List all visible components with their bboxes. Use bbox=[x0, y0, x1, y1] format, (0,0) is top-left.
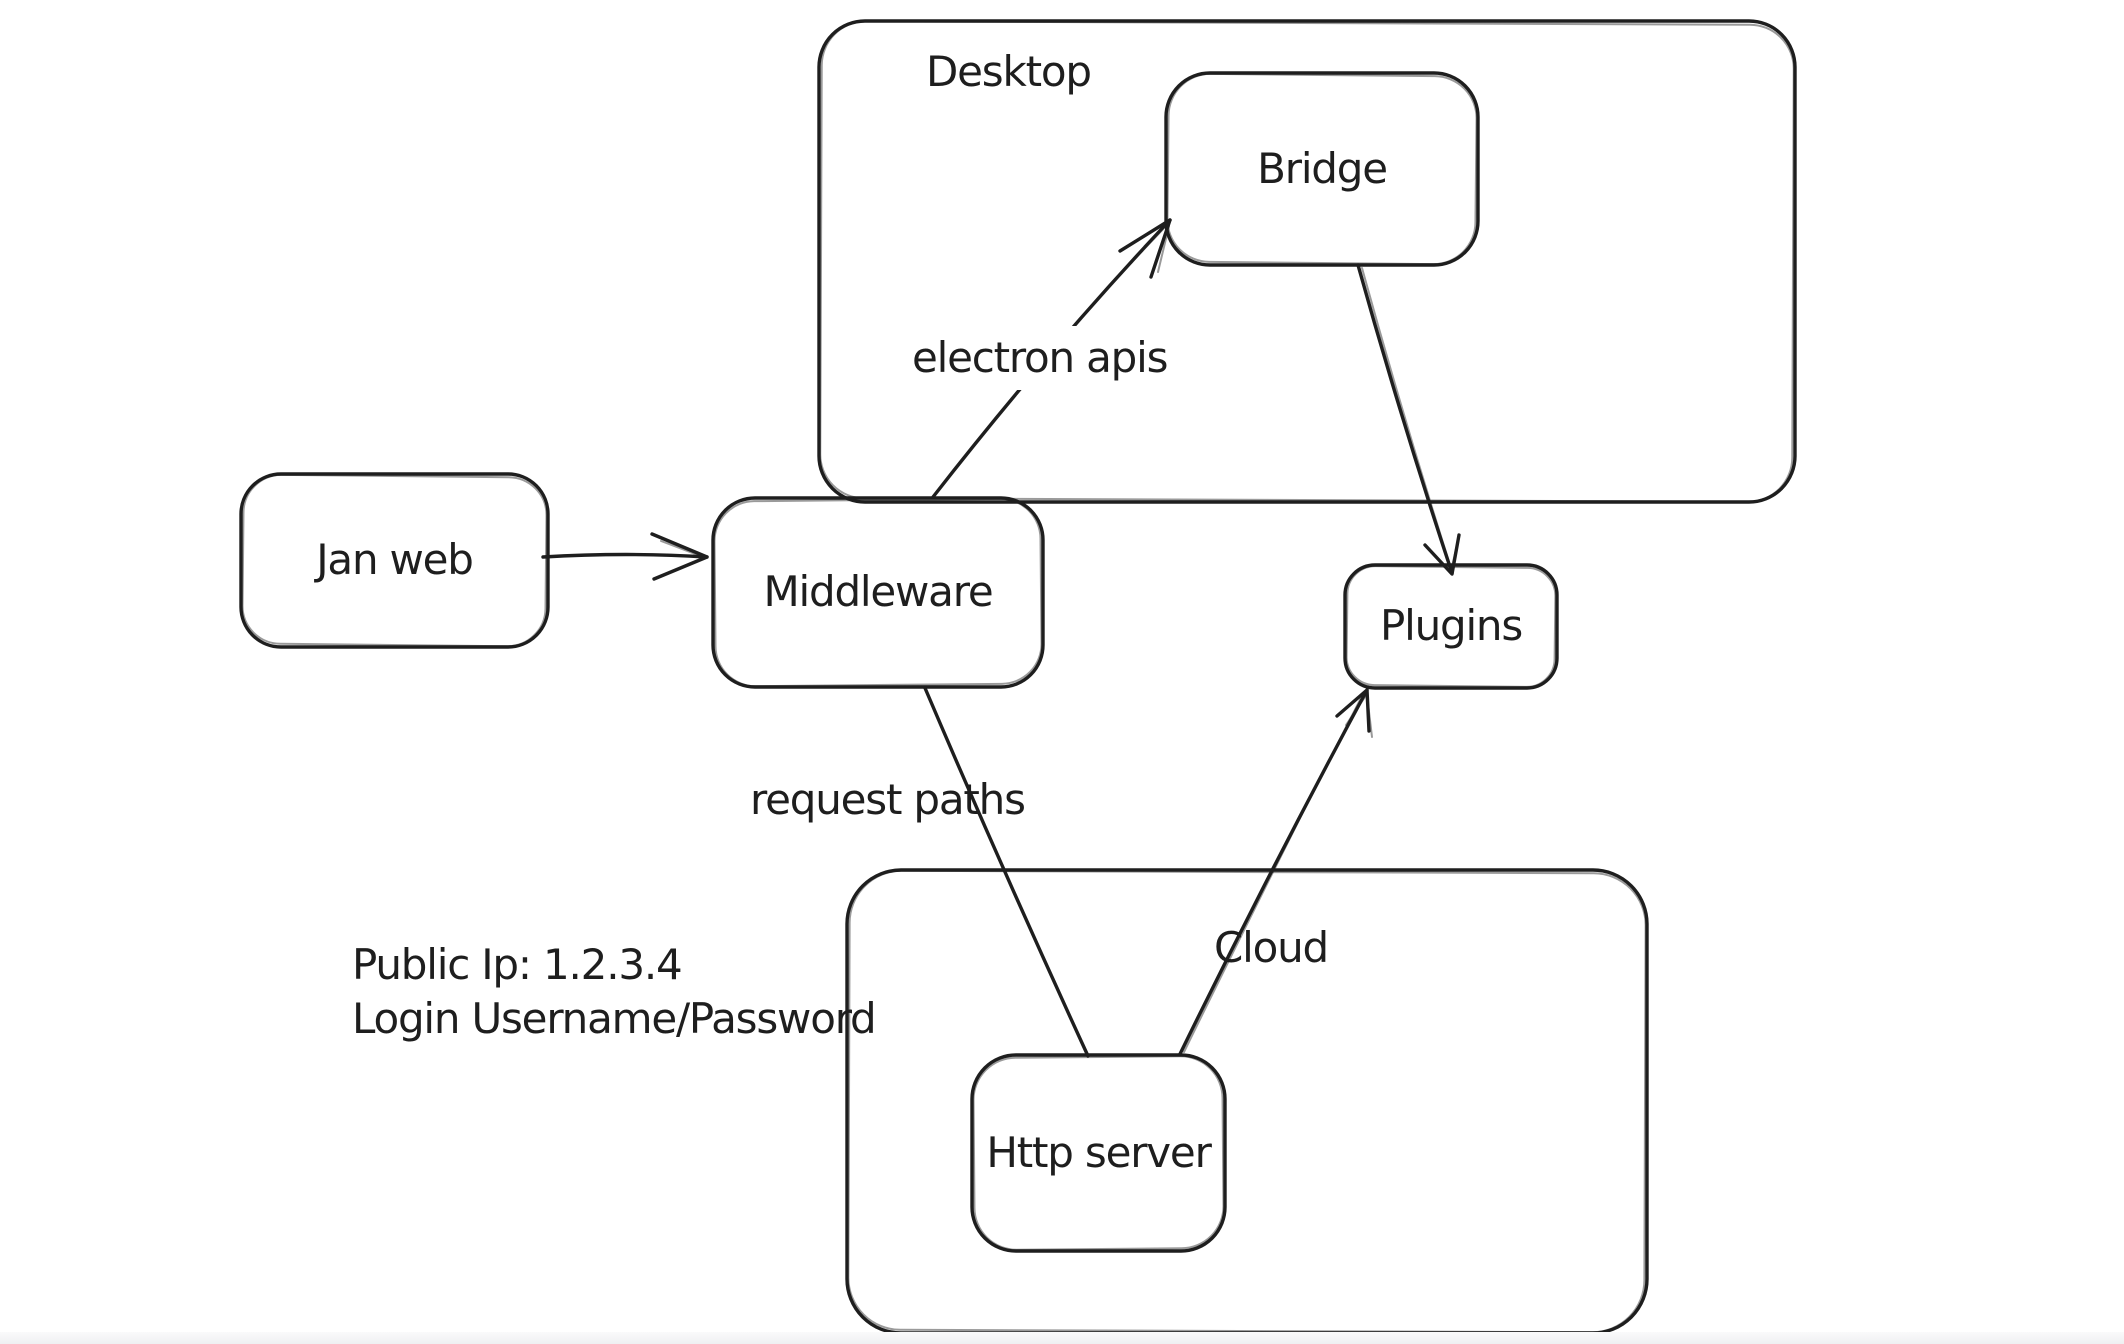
jan-web-node-box[interactable] bbox=[239, 472, 550, 649]
arrowhead-sketch-stroke bbox=[1157, 225, 1170, 273]
public-ip-note-line2: Login Username/Password bbox=[352, 993, 877, 1043]
arrowhead-sketch-stroke bbox=[1450, 548, 1457, 572]
desktop-container-box[interactable] bbox=[817, 19, 1797, 504]
jan-web-node-label[interactable]: Jan web bbox=[316, 535, 474, 585]
page-bottom-edge bbox=[0, 1332, 2124, 1344]
arrowhead-sketch-stroke bbox=[660, 540, 704, 558]
arrow-jan-web-to-middleware[interactable] bbox=[541, 532, 709, 581]
electron-apis-connector-label[interactable]: electron apis bbox=[898, 326, 1182, 391]
http-server-node-box-sketch-stroke bbox=[972, 1055, 1225, 1251]
public-ip-note[interactable]: Public Ip: 1.2.3.4 Login Username/Passwo… bbox=[352, 938, 877, 1046]
bridge-node-label[interactable]: Bridge bbox=[1257, 143, 1388, 193]
arrowhead-sketch-stroke bbox=[1345, 696, 1366, 726]
arrow-bridge-to-plugins[interactable] bbox=[1356, 263, 1461, 576]
arrowhead-sketch-stroke bbox=[1130, 224, 1168, 264]
cloud-container-box[interactable] bbox=[845, 868, 1649, 1335]
bridge-node-box[interactable] bbox=[1164, 71, 1480, 267]
arrowhead-sketch-stroke bbox=[1366, 694, 1373, 738]
plugins-node-label[interactable]: Plugins bbox=[1379, 601, 1523, 651]
desktop-container-box-sketch-stroke bbox=[819, 20, 1795, 503]
http-server-node-box[interactable] bbox=[970, 1053, 1227, 1253]
cloud-container-box-sketch-stroke bbox=[847, 869, 1647, 1334]
middleware-node-box-sketch-stroke bbox=[713, 497, 1043, 688]
middleware-node-label[interactable]: Middleware bbox=[763, 567, 993, 617]
arrow-http-server-to-plugins[interactable] bbox=[1178, 688, 1373, 1056]
http-server-node-label[interactable]: Http server bbox=[986, 1127, 1211, 1177]
jan-web-node-box-sketch-stroke bbox=[241, 473, 548, 648]
line-middleware-to-http-server[interactable] bbox=[923, 686, 1090, 1058]
desktop-container-label[interactable]: Desktop bbox=[926, 47, 1092, 96]
bridge-node-box-sketch-stroke bbox=[1166, 72, 1478, 266]
middleware-node-box[interactable] bbox=[711, 496, 1045, 689]
public-ip-note-line1: Public Ip: 1.2.3.4 bbox=[352, 940, 683, 989]
